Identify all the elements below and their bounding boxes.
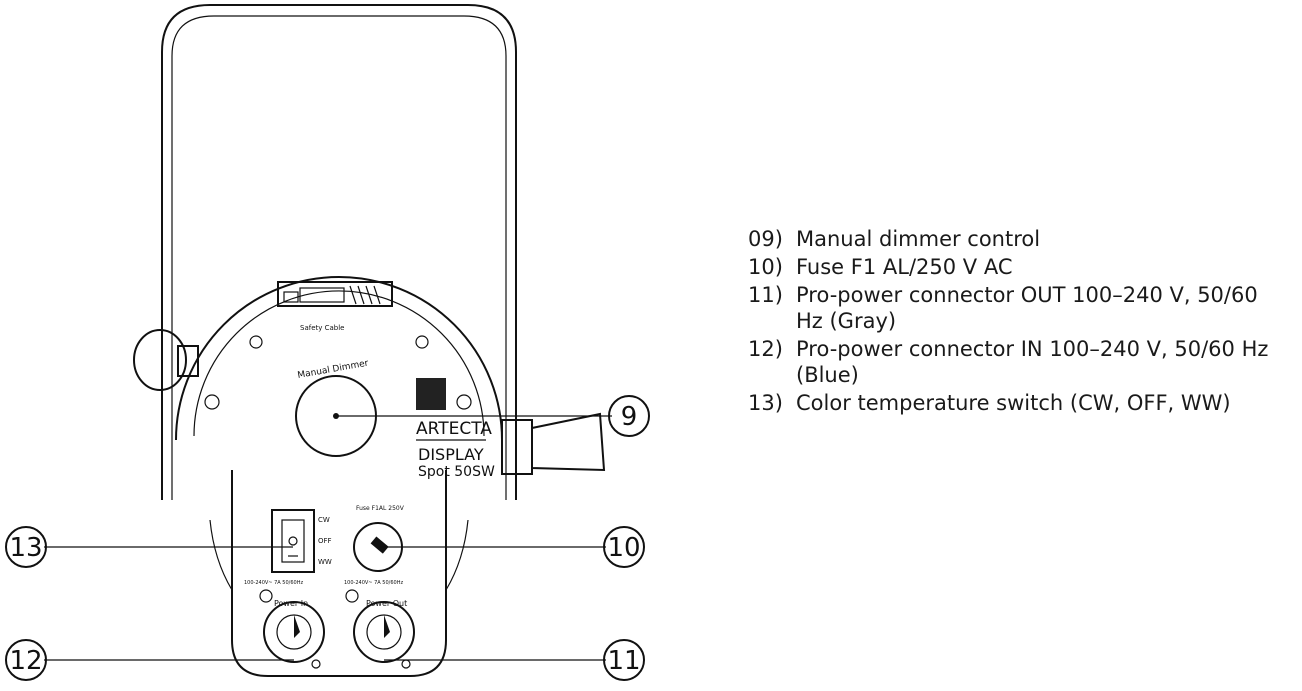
fuse-label: Fuse F1AL 250V xyxy=(356,505,405,512)
legend-list: 09) Manual dimmer control 10) Fuse F1 AL… xyxy=(748,226,1288,418)
callout-13: 13 xyxy=(5,526,47,568)
yoke-clamp xyxy=(277,281,393,307)
legend-num: 13) xyxy=(748,391,783,415)
housing xyxy=(133,276,606,475)
power-out-label: Power Out xyxy=(366,599,407,608)
callout-10: 10 xyxy=(603,526,645,568)
legend-text: Pro-power connector OUT 100–240 V, 50/60… xyxy=(796,283,1258,333)
callout-12: 12 xyxy=(5,639,47,681)
model-line-2: Spot 50SW xyxy=(418,464,495,480)
legend-num: 12) xyxy=(748,337,783,361)
legend-item-13: 13) Color temperature switch (CW, OFF, W… xyxy=(748,390,1288,416)
legend-item-10: 10) Fuse F1 AL/250 V AC xyxy=(748,254,1288,280)
device-diagram: Safety Cable Manual Dimmer ARTECTA DISPL… xyxy=(5,4,650,681)
legend-item-09: 09) Manual dimmer control xyxy=(748,226,1288,252)
legend-text: Fuse F1 AL/250 V AC xyxy=(796,255,1013,279)
legend-text: Pro-power connector IN 100–240 V, 50/60 … xyxy=(796,337,1269,387)
switch-label-cw: CW xyxy=(318,516,330,524)
legend-num: 10) xyxy=(748,255,783,279)
callout-label-13: 13 xyxy=(9,533,42,563)
shutter-plate xyxy=(161,4,517,500)
model-line-1: DISPLAY xyxy=(418,445,484,464)
power-in-label: Power In xyxy=(274,599,308,608)
legend-num: 09) xyxy=(748,227,783,251)
safety-cable-label: Safety Cable xyxy=(300,324,345,332)
brand-name: ARTECTA xyxy=(416,419,492,439)
manual-dimmer-label: Manual Dimmer xyxy=(297,359,370,381)
power-out-connector[interactable] xyxy=(345,589,415,669)
brand-block: ARTECTA DISPLAY Spot 50SW xyxy=(416,378,495,480)
legend-num: 11) xyxy=(748,283,783,307)
switch-label-ww: WW xyxy=(318,558,332,566)
legend-text: Manual dimmer control xyxy=(796,227,1041,251)
callout-label-12: 12 xyxy=(9,646,42,676)
color-temperature-switch[interactable] xyxy=(271,509,315,573)
callout-label-9: 9 xyxy=(621,402,638,432)
legend-item-11: 11) Pro-power connector OUT 100–240 V, 5… xyxy=(748,282,1288,334)
legend-text: Color temperature switch (CW, OFF, WW) xyxy=(796,391,1231,415)
switch-label-off: OFF xyxy=(318,537,332,545)
power-in-connector[interactable] xyxy=(259,589,325,669)
callout-11: 11 xyxy=(603,639,645,681)
rating-out: 100-240V~ 7A 50/60Hz xyxy=(344,580,403,586)
callout-label-10: 10 xyxy=(607,533,640,563)
legend-item-12: 12) Pro-power connector IN 100–240 V, 50… xyxy=(748,336,1288,388)
callout-label-11: 11 xyxy=(607,646,640,676)
callout-9: 9 xyxy=(608,395,650,437)
lower-body xyxy=(209,470,469,677)
rating-in: 100-240V~ 7A 50/60Hz xyxy=(244,580,303,586)
